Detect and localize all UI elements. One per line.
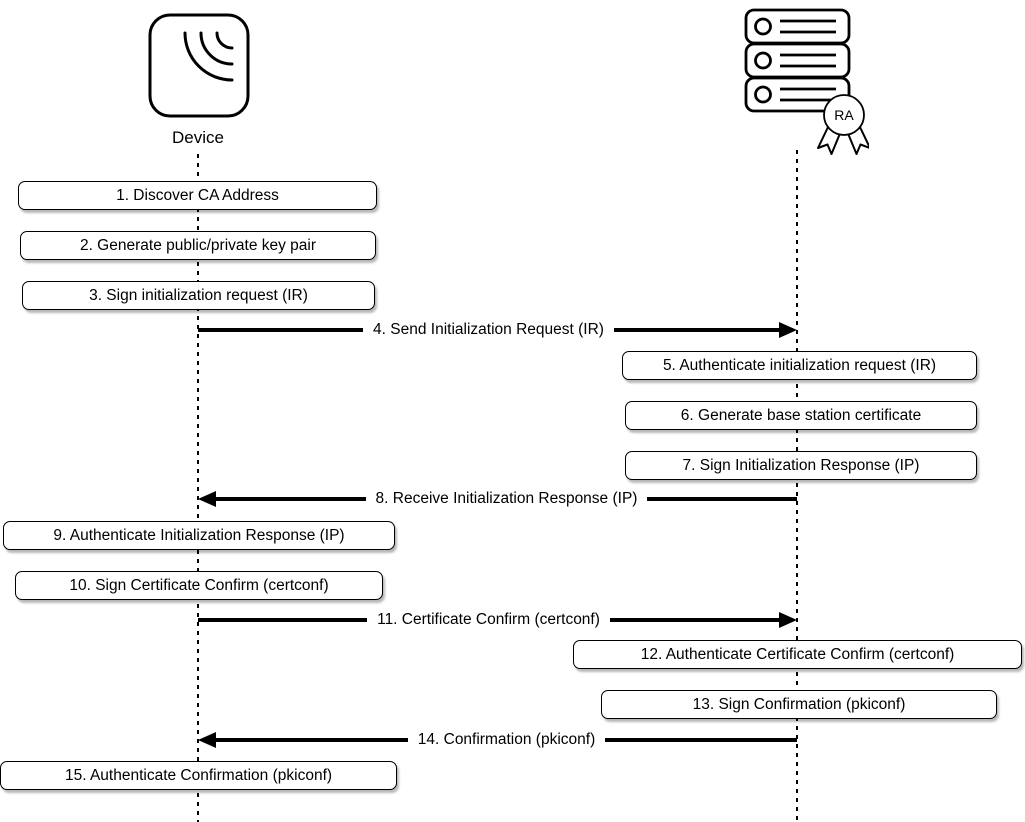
message-arrow-4: 4. Send Initialization Request (IR) xyxy=(198,319,797,341)
arrow-line xyxy=(198,328,364,332)
arrow-line xyxy=(613,328,779,332)
device-actor-label: Device xyxy=(172,128,224,147)
arrow-line xyxy=(605,738,797,742)
message-arrow-14: 14. Confirmation (pkiconf) xyxy=(198,729,797,751)
arrow-line xyxy=(216,497,366,501)
wireless-device-icon xyxy=(148,13,250,118)
step-box-7: 7. Sign Initialization Response (IP) xyxy=(625,451,977,480)
step-box-13: 13. Sign Confirmation (pkiconf) xyxy=(601,690,997,719)
step-box-12: 12. Authenticate Certificate Confirm (ce… xyxy=(573,640,1022,669)
message-label: 14. Confirmation (pkiconf) xyxy=(417,731,596,748)
step-box-10: 10. Sign Certificate Confirm (certconf) xyxy=(15,571,383,600)
ra-lifeline xyxy=(796,150,798,822)
message-label: 11. Certificate Confirm (certconf) xyxy=(377,611,600,628)
message-label: 4. Send Initialization Request (IR) xyxy=(373,321,604,338)
arrow-line xyxy=(216,738,408,742)
message-arrow-11: 11. Certificate Confirm (certconf) xyxy=(198,609,797,631)
arrow-line xyxy=(647,497,797,501)
arrow-line xyxy=(198,618,368,622)
step-box-9: 9. Authenticate Initialization Response … xyxy=(3,521,395,550)
step-box-5: 5. Authenticate initialization request (… xyxy=(622,351,977,380)
arrowhead-right-icon xyxy=(779,322,797,338)
step-box-6: 6. Generate base station certificate xyxy=(625,401,977,430)
arrowhead-right-icon xyxy=(779,612,797,628)
step-box-2: 2. Generate public/private key pair xyxy=(20,231,376,260)
step-box-15: 15. Authenticate Confirmation (pkiconf) xyxy=(0,761,397,790)
message-arrow-8: 8. Receive Initialization Response (IP) xyxy=(198,488,797,510)
message-label: 8. Receive Initialization Response (IP) xyxy=(375,490,638,507)
device-lifeline xyxy=(197,154,199,822)
step-box-1: 1. Discover CA Address xyxy=(18,181,377,210)
arrowhead-left-icon xyxy=(198,491,216,507)
ra-badge-label: RA xyxy=(834,107,854,123)
arrow-line xyxy=(609,618,779,622)
ra-certificate-badge-icon: RA xyxy=(817,94,869,155)
arrowhead-left-icon xyxy=(198,732,216,748)
step-box-3: 3. Sign initialization request (IR) xyxy=(22,281,375,310)
server-stack-icon: RA xyxy=(744,8,869,155)
